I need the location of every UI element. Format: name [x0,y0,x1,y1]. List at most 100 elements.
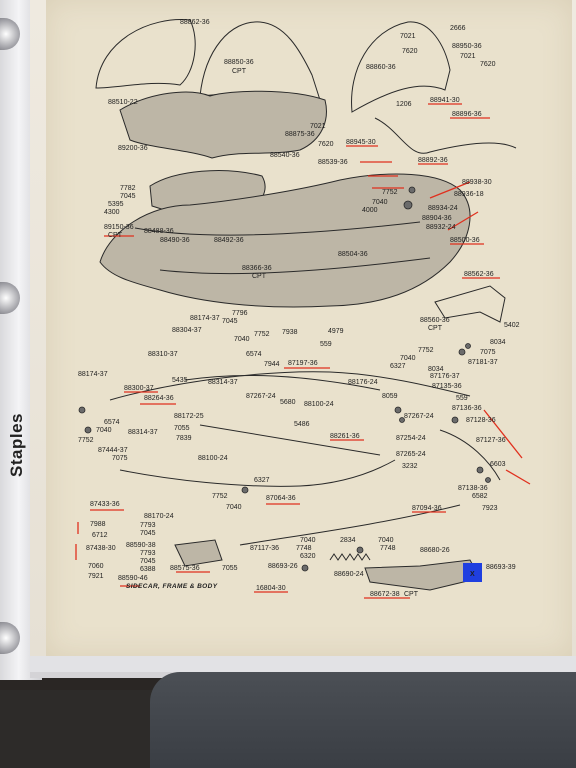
part-label: 6388 [140,566,156,573]
body-trim-line [134,221,421,236]
part-label: 5395 [108,201,124,208]
part-label: 87138-36 [458,485,488,492]
part-label: 7055 [174,425,190,432]
part-label: 5680 [280,399,296,406]
part-label: 88693-39 [486,564,516,571]
part-label: 88680-26 [420,547,450,554]
part-label: 88862-36 [180,19,210,26]
part-label: 88540-36 [270,152,300,159]
part-label: 88261-36 [330,433,360,440]
part-label: 3232 [402,463,418,470]
part-label: 6574 [104,419,120,426]
part-label: 4300 [104,209,120,216]
windshield-left [95,19,196,89]
sheet-protector-edge [30,656,576,672]
part-label: 88174-37 [78,371,108,378]
windshield-center [199,21,321,101]
frame-leaf-spring [184,374,381,391]
support-bracket [434,285,506,323]
part-label: 88936-18 [454,191,484,198]
part-label: 87094-36 [412,505,442,512]
part-label: 87197-36 [288,360,318,367]
part-label: 6327 [254,477,270,484]
part-label: CPT [232,68,247,75]
part-label: 87117-36 [250,545,279,552]
part-label: 7021 [400,33,416,40]
part-label: 7620 [402,48,418,55]
part-label: 6574 [246,351,262,358]
part-label: 88300-37 [124,385,154,392]
part-label: 88941-30 [430,97,460,104]
part-label: 87438-30 [86,545,116,552]
part-label: 88176-24 [348,379,378,386]
part-label: 7938 [282,329,298,336]
part-label: 7748 [296,545,312,552]
seat-back-cushion [119,90,327,159]
part-label: 7040 [378,537,394,544]
part-label: 88672-38 [370,591,400,598]
part-label: 7923 [482,505,498,512]
part-label: 7021 [460,53,476,60]
part-label: 88174-37 [190,315,220,322]
part-label: 88504-36 [338,251,368,258]
part-label: 7752 [254,331,270,338]
part-label: 88904-36 [422,215,452,222]
part-label: 5402 [504,322,520,329]
part-label: 88500-36 [450,237,480,244]
part-label: CPT [252,273,267,280]
part-label: 7040 [226,504,242,511]
part-label: 89150-36 [104,224,134,231]
part-label: 7620 [318,141,334,148]
part-label: 88850-36 [224,59,254,66]
part-label: 88170-24 [144,513,174,520]
part-label: 88314-37 [208,379,238,386]
part-label: 88539-36 [318,159,348,166]
part-label: 88590-46 [118,575,148,582]
part-label: 559 [456,395,468,402]
part-label: 16804-30 [256,585,286,592]
diagram-caption: SIDECAR, FRAME & BODY [126,583,218,590]
part-label: 7793 [140,550,156,557]
part-label: 89200-36 [118,145,148,152]
part-label: 87181-37 [468,359,498,366]
part-label: 7040 [300,537,316,544]
part-label: 1206 [396,101,412,108]
part-label: 88892-36 [418,157,448,164]
part-label: 88366-36 [242,265,272,272]
frame-tube-lower [119,459,396,487]
part-label: 88690-24 [334,571,364,578]
part-label: 88492-36 [214,237,244,244]
part-label: 6712 [92,532,108,539]
part-label: 6603 [490,461,506,468]
part-label: 88560-36 [420,317,450,324]
part-label: 7752 [212,493,228,500]
part-label: 7040 [234,336,250,343]
part-label: 88932-24 [426,224,456,231]
part-label: 7782 [120,185,136,192]
binder-ring [0,622,20,654]
part-label: 7752 [78,437,94,444]
step-plate [174,539,223,567]
sidecar-body-shell [99,173,471,308]
part-label: 6327 [390,363,406,370]
part-label: 5435 [172,377,188,384]
part-label: 7075 [480,349,496,356]
brake-pedal [364,559,481,591]
part-label: 8034 [490,339,506,346]
part-label: 7921 [88,573,104,580]
part-label: 87254-24 [396,435,426,442]
part-label: CPT [108,232,123,239]
part-label: 88693-26 [268,563,298,570]
part-label: 87267-24 [246,393,276,400]
part-label: 87064-36 [266,495,296,502]
part-label: 4979 [328,328,344,335]
part-label: 7040 [372,199,388,206]
part-label: 6582 [472,493,488,500]
part-label: 88938-30 [462,179,492,186]
part-label: 88510-22 [108,99,138,106]
part-label: 2666 [450,25,466,32]
part-label: 88172-25 [174,413,204,420]
body-trim-line-2 [159,257,431,275]
part-label: 7839 [176,435,192,442]
